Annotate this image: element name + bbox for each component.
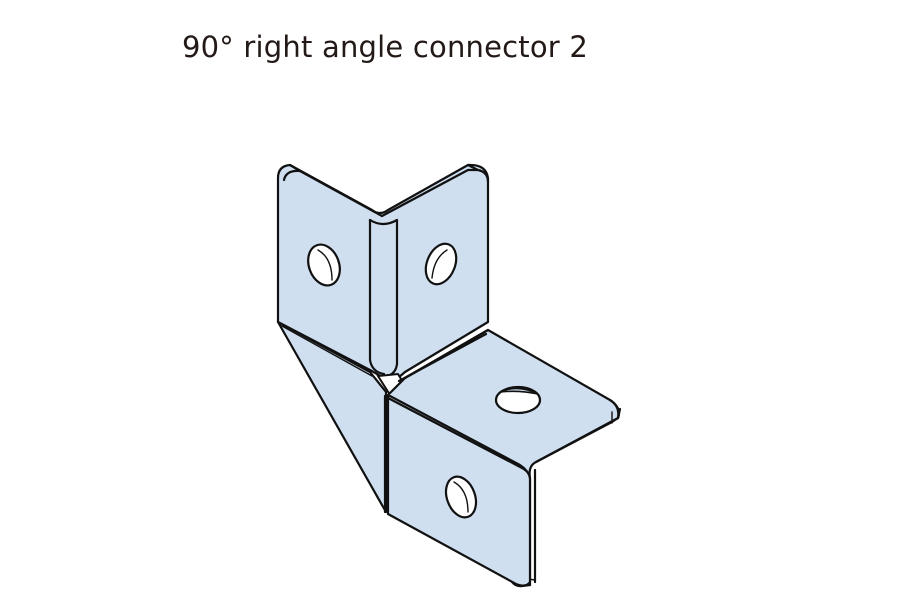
hole-upper-left xyxy=(307,243,341,287)
hole-upper-right xyxy=(424,242,458,286)
diagram-title: 90° right angle connector 2 xyxy=(182,30,588,64)
left-gusset xyxy=(276,320,388,514)
hole-front-lower xyxy=(444,475,478,519)
upper-left-plate xyxy=(276,163,490,380)
hole-horizontal-plate xyxy=(494,385,542,415)
